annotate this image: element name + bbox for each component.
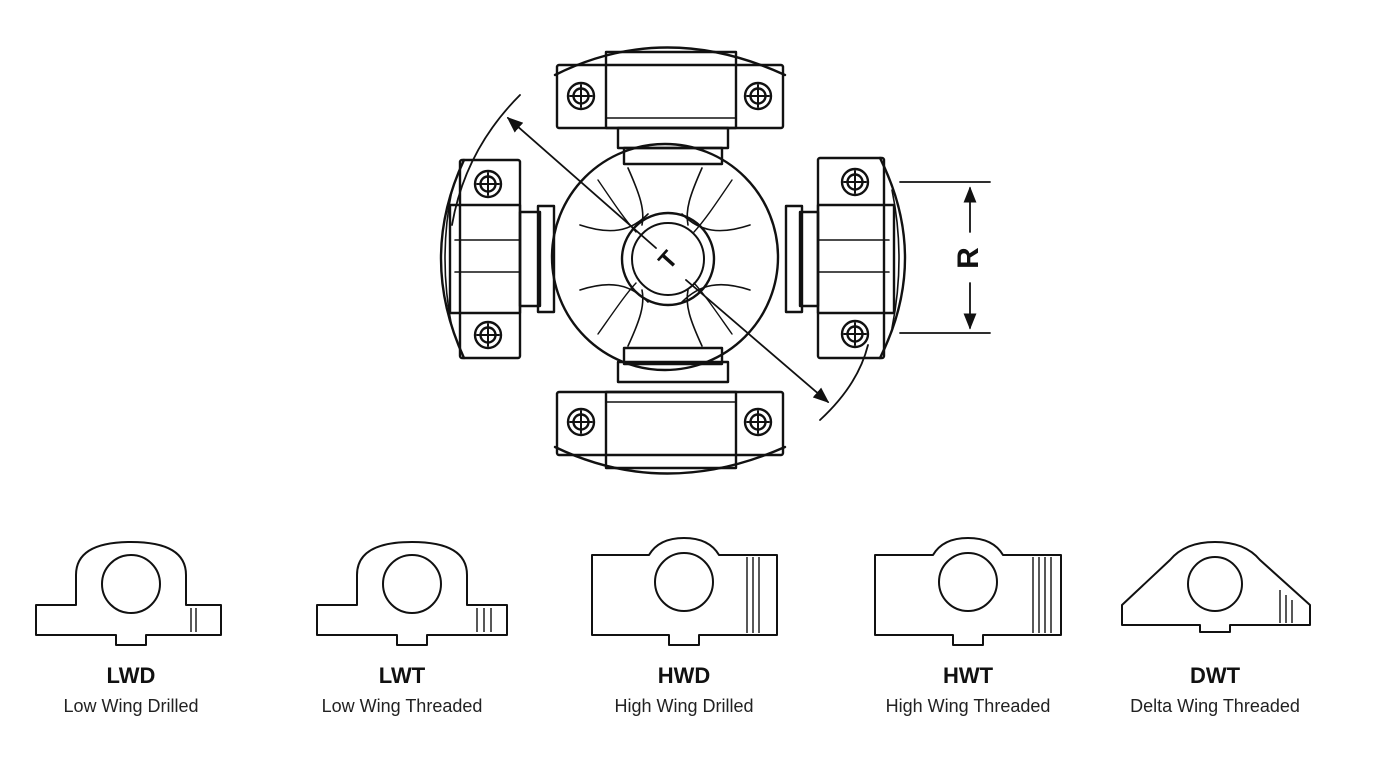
dimension-label-r: R [952, 247, 985, 269]
low-wing-threaded-icon [316, 541, 508, 646]
wing-code: LWD [106, 663, 156, 688]
universal-joint-diagram: T R [439, 46, 991, 475]
wing-code: DWT [1189, 663, 1241, 688]
delta-wing-threaded-icon [1121, 541, 1311, 633]
wing-code: HWD [657, 663, 711, 688]
high-wing-threaded-icon [874, 537, 1062, 646]
wing-code: HWT [942, 663, 994, 688]
wing-description: Low Wing Drilled [63, 696, 199, 716]
wing-description: High Wing Drilled [614, 696, 754, 716]
bearing-cap-right [816, 156, 907, 360]
bearing-cap-top [553, 46, 787, 130]
low-wing-drilled-icon [35, 541, 222, 646]
dimension-r [899, 181, 991, 334]
bearing-cap-left [439, 158, 522, 360]
bearing-cap-bottom [553, 390, 787, 475]
wing-description: High Wing Threaded [885, 696, 1051, 716]
wing-type-hwd: HWD High Wing Drilled [559, 520, 809, 730]
wing-description: Delta Wing Threaded [1130, 696, 1300, 716]
wing-type-lwt: LWT Low Wing Threaded [277, 520, 527, 730]
wing-description: Low Wing Threaded [321, 696, 483, 716]
high-wing-drilled-icon [591, 537, 778, 646]
wing-code: LWT [378, 663, 426, 688]
dimension-t [451, 94, 869, 421]
wing-type-lwd: LWD Low Wing Drilled [6, 520, 256, 730]
wing-type-dwt: DWT Delta Wing Threaded [1090, 520, 1340, 730]
dimension-label-t: T [653, 246, 683, 275]
wing-type-hwt: HWT High Wing Threaded [843, 520, 1093, 730]
